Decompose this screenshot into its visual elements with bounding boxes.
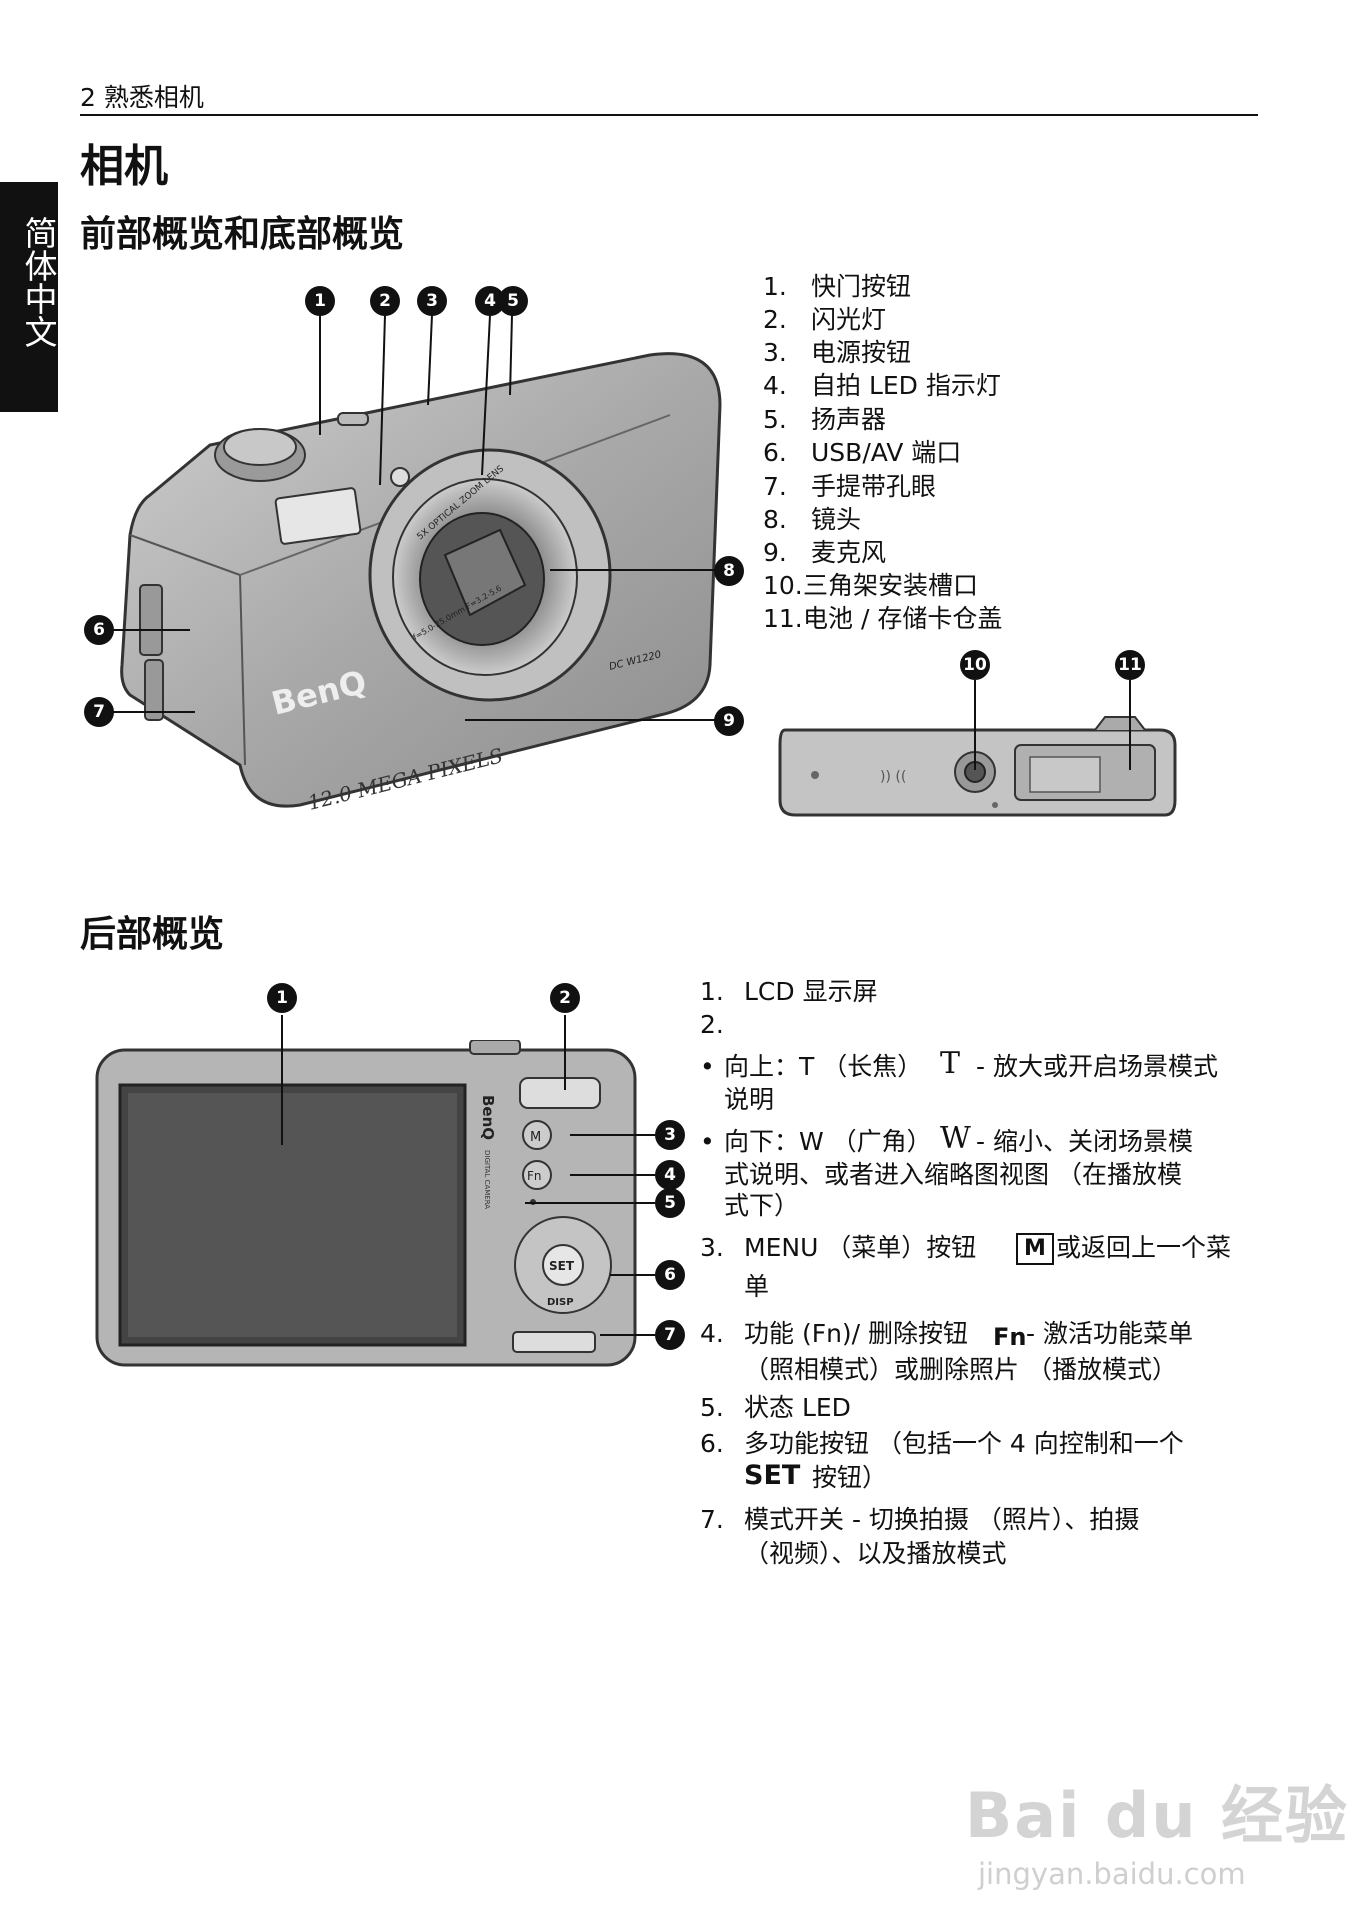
- back-item-2-down-cont: 式说明、或者进入缩略图视图 （在播放模: [724, 1160, 1182, 1189]
- section-title: 相机: [80, 141, 168, 192]
- svg-text:Fn: Fn: [527, 1169, 542, 1183]
- baidu-watermark-logo: Bai du 经验: [965, 1779, 1350, 1852]
- front-callout-7: 7: [84, 697, 114, 727]
- running-head: 2 熟悉相机: [80, 83, 204, 112]
- svg-text:M: M: [530, 1130, 541, 1145]
- wide-icon: W: [940, 1121, 971, 1156]
- back-item-3-cont: 单: [744, 1272, 770, 1301]
- back-subtitle-text: DIGITAL CAMERA: [483, 1150, 491, 1209]
- back-item-4-cont: （照相模式）或删除照片 （播放模式）: [744, 1355, 1177, 1384]
- menu-icon: M: [1016, 1233, 1054, 1265]
- back-callout-4: 4: [655, 1160, 685, 1190]
- front-leader-lines: [110, 314, 715, 721]
- side-tab-label: 简体中文: [19, 216, 58, 348]
- back-callout-7: 7: [655, 1320, 685, 1350]
- back-item-2-down-cont2: 式下）: [724, 1191, 800, 1220]
- back-heading: 后部概览: [80, 914, 225, 955]
- back-leader-lines: [281, 1015, 655, 1336]
- front-callout-3: 3: [417, 286, 447, 316]
- front-parts-list: 1.快门按钮 2.闪光灯 3.电源按钮 4.自拍 LED 指示灯 5.扬声器 6…: [763, 272, 1003, 633]
- bottom-callout-11: 11: [1115, 650, 1145, 680]
- back-item-7-cont: （视频）、以及播放模式: [744, 1539, 1007, 1568]
- back-callout-1: 1: [267, 983, 297, 1013]
- back-callout-6: 6: [655, 1260, 685, 1290]
- back-callout-2: 2: [550, 983, 580, 1013]
- bottom-camera-illustration: )) ((: [778, 716, 1177, 817]
- bottom-leader-lines: [974, 680, 1131, 770]
- front-callout-5: 5: [498, 286, 528, 316]
- header-rule: [80, 114, 1258, 116]
- back-brand-text: BenQ: [479, 1095, 497, 1140]
- back-parts-list: 1.LCD 显示屏 2. • 向上：T （长焦） T - 放大或开启场景模式 说…: [700, 977, 1232, 1568]
- front-camera-illustration: BenQ 12.0 MEGA PIXELS 5X OPTICAL ZOOM LE…: [120, 352, 722, 815]
- bottom-callout-10: 10: [960, 650, 990, 680]
- set-icon: SET: [744, 1460, 801, 1491]
- language-side-tab: 简体中文: [0, 182, 58, 412]
- baidu-watermark-url: jingyan.baidu.com: [978, 1857, 1246, 1891]
- front-callout-8: 8: [714, 556, 744, 586]
- back-item-2-up-cont: 说明: [724, 1085, 775, 1114]
- front-callout-6: 6: [84, 615, 114, 645]
- svg-text:DISP: DISP: [547, 1297, 574, 1308]
- fn-delete-icon: Fn: [993, 1323, 1027, 1351]
- front-callout-9: 9: [714, 706, 744, 736]
- svg-text:SET: SET: [549, 1259, 575, 1273]
- front-heading: 前部概览和底部概览: [80, 214, 405, 255]
- front-callout-1: 1: [305, 286, 335, 316]
- back-callout-3: 3: [655, 1120, 685, 1150]
- back-callout-5: 5: [655, 1188, 685, 1218]
- front-callout-2: 2: [370, 286, 400, 316]
- back-camera-illustration: M Fn SET DISP BenQ DIGITAL CAMERA: [95, 1040, 637, 1367]
- tele-icon: T: [940, 1046, 961, 1081]
- ce-mark-icon: )) ((: [880, 769, 906, 785]
